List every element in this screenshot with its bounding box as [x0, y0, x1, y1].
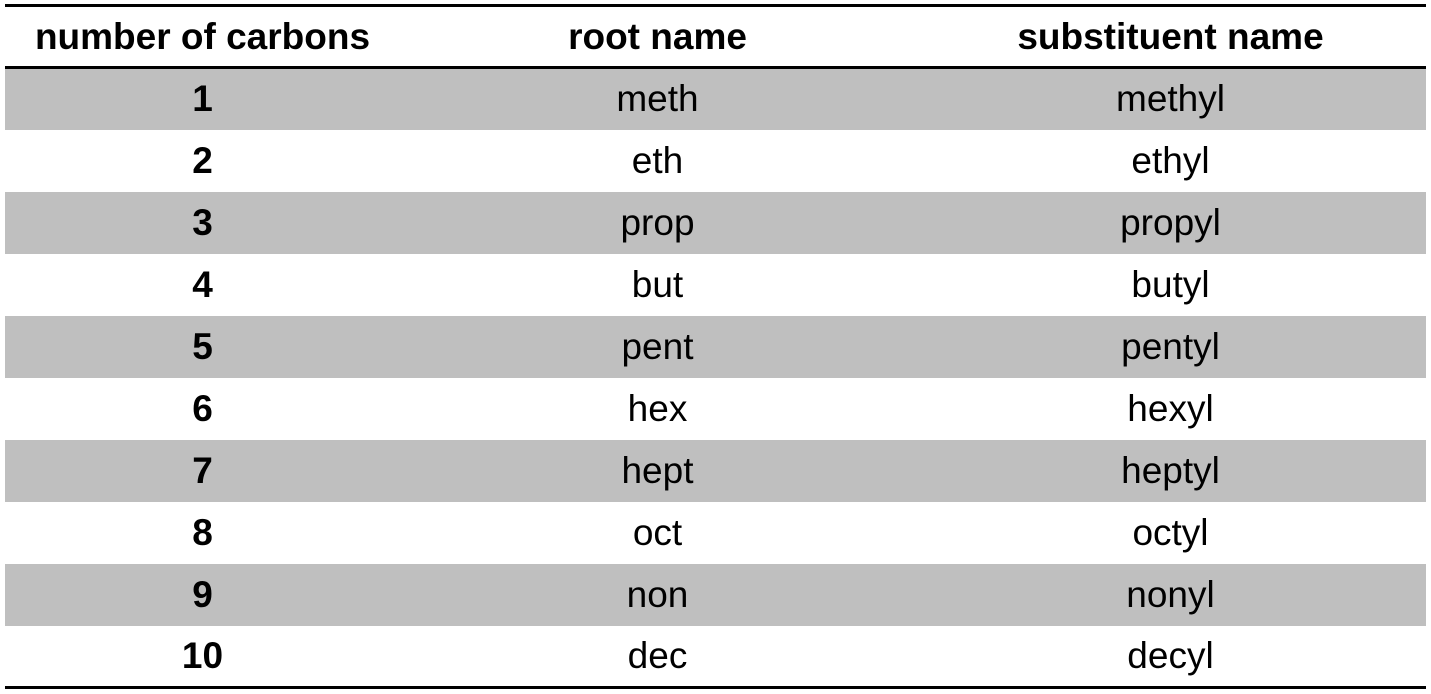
substituent-name-cell: methyl: [915, 67, 1426, 130]
root-name-cell: pent: [400, 315, 915, 378]
table-row: 6 hex hexyl: [5, 378, 1426, 440]
substituent-name-cell: heptyl: [915, 439, 1426, 502]
alkane-naming-table: number of carbons root name substituent …: [5, 4, 1426, 689]
header-substituent-name: substituent name: [915, 4, 1426, 69]
substituent-name-cell: nonyl: [915, 563, 1426, 626]
header-root-name: root name: [400, 4, 915, 69]
header-number-of-carbons: number of carbons: [5, 4, 400, 69]
substituent-name-cell: butyl: [1131, 263, 1210, 305]
carbon-count-cell: 4: [192, 263, 213, 305]
root-name-cell: prop: [400, 191, 915, 254]
table-row: 2 eth ethyl: [5, 130, 1426, 192]
table-row: 1 meth methyl: [5, 67, 1426, 130]
root-name-cell: hept: [400, 439, 915, 502]
root-name-cell: non: [400, 563, 915, 626]
root-name-cell: but: [631, 263, 684, 305]
root-name-cell: dec: [400, 625, 915, 689]
table-row: 7 hept heptyl: [5, 439, 1426, 502]
substituent-name-cell: octyl: [1132, 511, 1209, 553]
table-row: 5 pent pentyl: [5, 315, 1426, 378]
table-row: 4 but butyl: [5, 254, 1426, 316]
root-name-cell: meth: [400, 67, 915, 130]
carbon-count-cell: 2: [192, 139, 213, 181]
table-row: 3 prop propyl: [5, 191, 1426, 254]
root-name-cell: hex: [627, 387, 688, 429]
carbon-count-cell: 10: [5, 625, 400, 689]
alkane-naming-table-container: number of carbons root name substituent …: [5, 4, 1426, 689]
substituent-name-cell: decyl: [915, 625, 1426, 689]
root-name-cell: eth: [631, 139, 684, 181]
substituent-name-cell: propyl: [915, 191, 1426, 254]
root-name-cell: oct: [632, 511, 683, 553]
carbon-count-cell: 9: [5, 563, 400, 626]
carbon-count-cell: 1: [5, 67, 400, 130]
table-row: 9 non nonyl: [5, 563, 1426, 626]
table-row: 10 dec decyl: [5, 625, 1426, 689]
carbon-count-cell: 3: [5, 191, 400, 254]
carbon-count-cell: 5: [5, 315, 400, 378]
substituent-name-cell: pentyl: [915, 315, 1426, 378]
carbon-count-cell: 8: [192, 511, 213, 553]
table-row: 8 oct octyl: [5, 502, 1426, 564]
table-header-row: number of carbons root name substituent …: [5, 4, 1426, 69]
substituent-name-cell: ethyl: [1131, 139, 1210, 181]
substituent-name-cell: hexyl: [1127, 387, 1214, 429]
carbon-count-cell: 7: [5, 439, 400, 502]
carbon-count-cell: 6: [192, 387, 213, 429]
